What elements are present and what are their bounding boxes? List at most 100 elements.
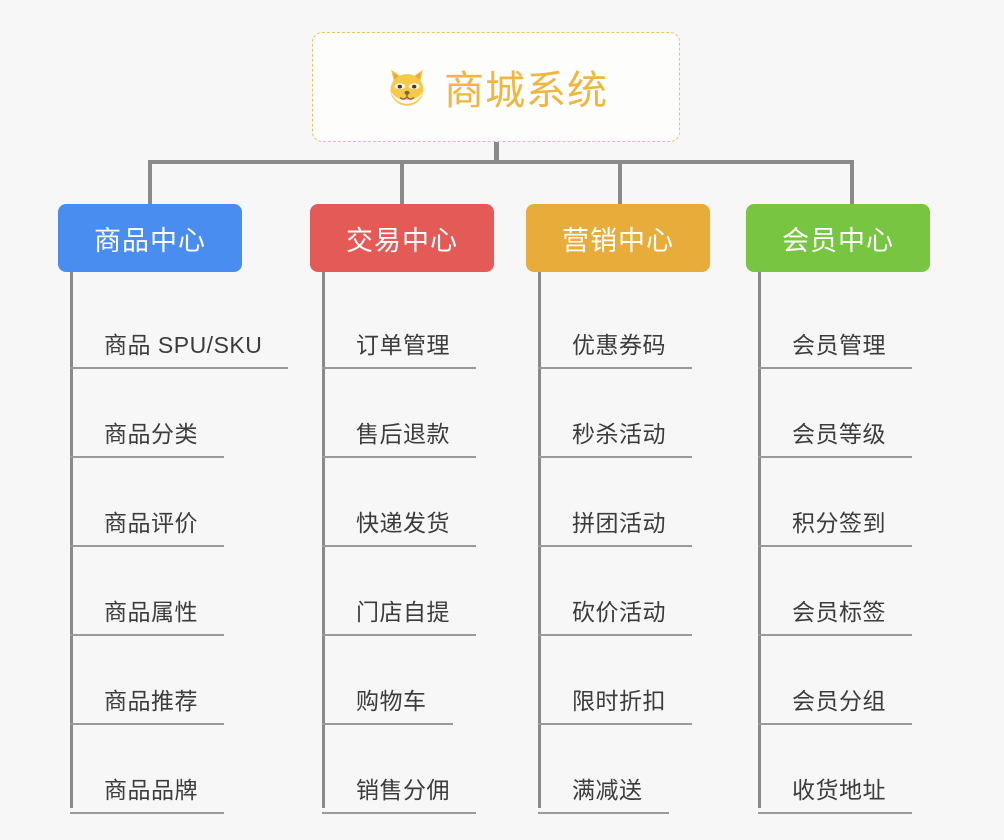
leaf-underline: 拼团活动 (538, 504, 692, 547)
leaf-item-label: 砍价活动 (572, 599, 666, 625)
leaf-item-label: 会员标签 (792, 599, 886, 625)
leaf-item-label: 限时折扣 (572, 688, 666, 714)
leaf-item-label: 购物车 (356, 688, 427, 714)
root-node-shopping-mall-system[interactable]: 商城系统 (312, 32, 680, 142)
leaf-item-label: 商品评价 (104, 510, 198, 536)
leaf-underline: 购物车 (322, 682, 453, 725)
leaf-underline: 优惠券码 (538, 326, 692, 369)
connector-drop-column-4 (850, 160, 854, 206)
leaf-item[interactable]: 商品推荐 (58, 636, 242, 725)
leaf-item-label: 售后退款 (356, 421, 450, 447)
leaf-item[interactable]: 会员管理 (746, 280, 930, 369)
leaf-underline: 商品品牌 (70, 771, 224, 814)
category-card-title: 营销中心 (562, 225, 674, 256)
leaf-item[interactable]: 会员分组 (746, 636, 930, 725)
leaf-item[interactable]: 订单管理 (310, 280, 494, 369)
leaf-item[interactable]: 积分签到 (746, 458, 930, 547)
leaf-underline: 会员分组 (758, 682, 912, 725)
leaf-underline: 商品 SPU/SKU (70, 326, 289, 369)
category-column-transaction-center: 交易中心 订单管理 售后退款 快递发货 门店自提 (310, 204, 494, 814)
leaf-underline: 收货地址 (758, 771, 912, 814)
leaf-underline: 满减送 (538, 771, 669, 814)
connector-root-stem (494, 142, 499, 164)
leaf-item[interactable]: 秒杀活动 (526, 369, 710, 458)
leaf-item[interactable]: 商品评价 (58, 458, 242, 547)
leaf-item[interactable]: 商品分类 (58, 369, 242, 458)
root-node-title: 商城系统 (444, 69, 608, 113)
leaf-item[interactable]: 购物车 (310, 636, 494, 725)
category-card-member-center[interactable]: 会员中心 (746, 204, 930, 272)
leaf-item-label: 满减送 (572, 777, 643, 803)
leaf-item[interactable]: 门店自提 (310, 547, 494, 636)
leaf-item[interactable]: 优惠券码 (526, 280, 710, 369)
leaf-item[interactable]: 商品 SPU/SKU (58, 280, 289, 369)
leaf-underline: 会员管理 (758, 326, 912, 369)
leaf-spine (322, 272, 325, 808)
leaf-underline: 门店自提 (322, 593, 476, 636)
leaf-item-label: 商品推荐 (104, 688, 198, 714)
leaf-underline: 售后退款 (322, 415, 476, 458)
leaf-item[interactable]: 收货地址 (746, 725, 930, 814)
connector-drop-column-2 (400, 160, 404, 206)
category-card-marketing-center[interactable]: 营销中心 (526, 204, 710, 272)
category-card-product-center[interactable]: 商品中心 (58, 204, 242, 272)
leaf-item-label: 优惠券码 (572, 332, 666, 358)
leaf-list-marketing-center: 优惠券码 秒杀活动 拼团活动 砍价活动 限时折扣 (526, 272, 710, 814)
leaf-item-label: 会员分组 (792, 688, 886, 714)
category-card-title: 交易中心 (346, 225, 458, 256)
leaf-item[interactable]: 会员标签 (746, 547, 930, 636)
leaf-list-member-center: 会员管理 会员等级 积分签到 会员标签 会员分组 (746, 272, 930, 814)
leaf-item-label: 门店自提 (356, 599, 450, 625)
leaf-item-label: 会员管理 (792, 332, 886, 358)
leaf-spine (70, 272, 73, 808)
leaf-item-label: 积分签到 (792, 510, 886, 536)
leaf-item[interactable]: 商品属性 (58, 547, 242, 636)
leaf-item-label: 快递发货 (356, 510, 450, 536)
leaf-list-transaction-center: 订单管理 售后退款 快递发货 门店自提 购物车 (310, 272, 494, 814)
category-column-marketing-center: 营销中心 优惠券码 秒杀活动 拼团活动 砍价活动 (526, 204, 710, 814)
connector-drop-column-1 (148, 160, 152, 206)
leaf-underline: 会员等级 (758, 415, 912, 458)
leaf-item[interactable]: 快递发货 (310, 458, 494, 547)
leaf-underline: 快递发货 (322, 504, 476, 547)
leaf-underline: 订单管理 (322, 326, 476, 369)
category-column-member-center: 会员中心 会员管理 会员等级 积分签到 会员标签 (746, 204, 930, 814)
leaf-underline: 限时折扣 (538, 682, 692, 725)
leaf-item[interactable]: 限时折扣 (526, 636, 710, 725)
leaf-underline: 商品属性 (70, 593, 224, 636)
leaf-item-label: 拼团活动 (572, 510, 666, 536)
leaf-item[interactable]: 商品品牌 (58, 725, 242, 814)
leaf-underline: 商品推荐 (70, 682, 224, 725)
leaf-list-product-center: 商品 SPU/SKU 商品分类 商品评价 商品属性 商品推荐 (58, 272, 289, 814)
leaf-item-label: 会员等级 (792, 421, 886, 447)
leaf-underline: 秒杀活动 (538, 415, 692, 458)
leaf-item[interactable]: 拼团活动 (526, 458, 710, 547)
leaf-item[interactable]: 售后退款 (310, 369, 494, 458)
leaf-underline: 砍价活动 (538, 593, 692, 636)
leaf-item-label: 商品分类 (104, 421, 198, 447)
leaf-underline: 商品分类 (70, 415, 224, 458)
leaf-underline: 销售分佣 (322, 771, 476, 814)
leaf-underline: 商品评价 (70, 504, 224, 547)
leaf-item-label: 商品属性 (104, 599, 198, 625)
category-column-product-center: 商品中心 商品 SPU/SKU 商品分类 商品评价 商品属性 (58, 204, 289, 814)
leaf-spine (538, 272, 541, 808)
leaf-underline: 会员标签 (758, 593, 912, 636)
shiba-dog-icon (384, 64, 430, 110)
leaf-item[interactable]: 销售分佣 (310, 725, 494, 814)
leaf-item-label: 收货地址 (792, 777, 886, 803)
leaf-spine (758, 272, 761, 808)
leaf-item[interactable]: 砍价活动 (526, 547, 710, 636)
category-card-transaction-center[interactable]: 交易中心 (310, 204, 494, 272)
leaf-item[interactable]: 满减送 (526, 725, 710, 814)
connector-drop-column-3 (618, 160, 622, 206)
category-card-title: 会员中心 (782, 225, 894, 256)
leaf-item-label: 商品品牌 (104, 777, 198, 803)
leaf-item-label: 销售分佣 (356, 777, 450, 803)
leaf-item-label: 商品 SPU/SKU (104, 332, 263, 358)
leaf-item-label: 秒杀活动 (572, 421, 666, 447)
leaf-item-label: 订单管理 (356, 332, 450, 358)
leaf-underline: 积分签到 (758, 504, 912, 547)
leaf-item[interactable]: 会员等级 (746, 369, 930, 458)
